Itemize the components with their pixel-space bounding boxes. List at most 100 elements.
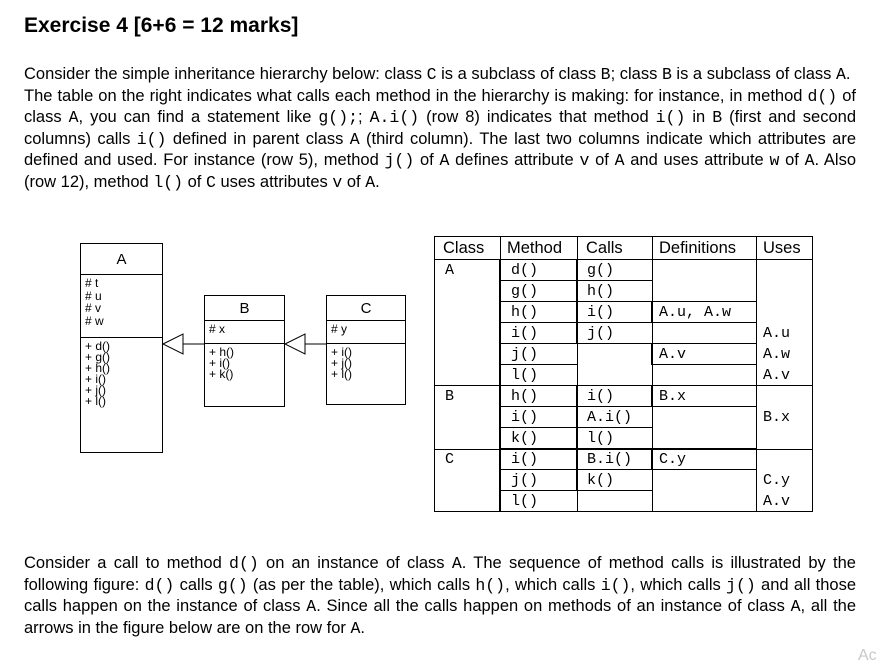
text-run: Consider the simple inheritance hierarch…: [24, 65, 427, 83]
code-run: l(): [153, 172, 184, 192]
text-run: of: [414, 151, 440, 169]
uml-method: + d(): [85, 339, 111, 353]
code-run: A.i(): [369, 108, 420, 127]
method-list: + h()+ i()+ k(): [205, 344, 284, 380]
table-cell-calls: k(): [587, 472, 615, 489]
code-run: g(): [217, 575, 248, 595]
table-cell-calls: A.i(): [587, 409, 633, 426]
uml-method: + i(): [331, 345, 352, 359]
table-cell-method: l(): [511, 493, 539, 510]
text-run: . The sequence of method calls is illust…: [24, 554, 856, 594]
text-run: Consider a call to method: [24, 554, 230, 572]
table-cell-calls: h(): [587, 283, 615, 300]
table-cell-method: j(): [511, 346, 539, 363]
header-definitions: Definitions: [659, 239, 737, 257]
code-run: g();: [318, 108, 359, 127]
table-cell-calls: l(): [587, 430, 615, 447]
intro-paragraph: Consider the simple inheritance hierarch…: [24, 64, 856, 193]
code-run: B: [600, 65, 611, 84]
uml-attribute: # t: [85, 276, 99, 290]
text-run: , all the arrows in the figure below are…: [24, 597, 857, 637]
text-run: The table on the right indicates what ca…: [24, 86, 808, 105]
code-run: B: [661, 65, 672, 84]
method-list: + d()+ g()+ h()+ i()+ j()+ l(): [81, 338, 162, 407]
code-run: v: [579, 151, 590, 170]
table-cell-uses: A.v: [763, 367, 791, 384]
attribute-list: # x: [205, 321, 284, 344]
page-title: Exercise 4 [6+6 = 12 marks]: [24, 14, 299, 37]
table-cell-cls: A: [445, 262, 455, 279]
text-run: ;: [358, 108, 370, 126]
text-run: on an instance of class: [258, 554, 452, 572]
inheritance-arrow-c-to-b: [283, 333, 326, 355]
table-cell-defs: A.u, A.w: [659, 304, 732, 321]
uml-attribute: # y: [331, 322, 348, 336]
attribute-list: # t# u# v# w: [81, 275, 162, 338]
table-cell-defs: C.y: [659, 451, 687, 468]
cell-box: [576, 322, 653, 344]
text-run: (row 8) indicates that method: [419, 108, 656, 126]
text-run: defined in parent class: [166, 129, 350, 148]
table-cell-uses: C.y: [763, 472, 791, 489]
text-run: (first and second columns) calls: [24, 108, 857, 148]
text-run: .: [845, 65, 851, 83]
corner-text-fragment: Ac: [858, 647, 877, 664]
text-run: .: [360, 618, 365, 637]
attribute-list: # y: [327, 321, 405, 344]
code-run: A: [790, 597, 801, 616]
table-cell-defs: B.x: [659, 388, 687, 405]
text-run: .: [375, 172, 380, 191]
table-cell-calls: j(): [587, 325, 615, 342]
text-run: of: [589, 151, 615, 169]
uml-method: + g(): [85, 350, 111, 364]
code-run: C: [205, 172, 216, 192]
table-cell-method: i(): [511, 325, 539, 342]
table-cell-uses: A.u: [763, 325, 791, 342]
uml-class-a: A # t# u# v# w + d()+ g()+ h()+ i()+ j()…: [80, 243, 163, 453]
text-run: of: [342, 172, 366, 191]
text-run: and uses attribute: [624, 151, 770, 169]
cell-box: [651, 343, 757, 365]
uml-method: + l(): [85, 394, 106, 408]
uml-method: + j(): [85, 383, 106, 397]
code-run: A: [451, 554, 462, 573]
bottom-paragraph: Consider a call to method d() on an inst…: [24, 553, 856, 639]
text-run: (as per the table), which calls: [247, 575, 476, 594]
inheritance-arrow-b-to-a: [161, 333, 204, 355]
code-run: d(): [229, 554, 259, 573]
text-run: . Also (row 12), method: [24, 151, 857, 191]
code-run: A: [804, 151, 815, 170]
class-name: A: [81, 244, 162, 275]
table-cell-method: g(): [511, 283, 539, 300]
cell-box: [651, 448, 757, 470]
text-run: (third column). The last two columns ind…: [24, 129, 856, 170]
text-run: of class: [24, 86, 856, 127]
header-class: Class: [443, 239, 485, 257]
code-run: C: [426, 65, 437, 84]
table-cell-calls: i(): [587, 304, 615, 321]
table-cell-defs: A.v: [659, 346, 687, 363]
uml-method: + l(): [331, 367, 352, 381]
table-cell-calls: B.i(): [587, 451, 633, 468]
table-cell-uses: A.w: [763, 346, 791, 363]
table-cell-uses: B.x: [763, 409, 791, 426]
uml-method: + i(): [85, 372, 106, 386]
code-run: v: [332, 172, 343, 192]
code-run: A: [365, 172, 376, 192]
text-run: and all those calls happen on the instan…: [24, 575, 857, 616]
method-list: + i()+ j()+ l(): [327, 344, 405, 380]
uml-method: + j(): [331, 356, 352, 370]
text-run: is a subclass of class: [436, 65, 601, 83]
uml-method: + h(): [209, 345, 235, 359]
text-run: uses attributes: [215, 172, 333, 191]
uml-attribute: # x: [209, 322, 226, 336]
table-cell-method: d(): [511, 262, 539, 279]
uml-attribute: # v: [85, 301, 102, 315]
cell-box: [651, 301, 757, 323]
table-cell-calls: i(): [587, 388, 615, 405]
text-run: calls: [174, 575, 218, 594]
header-calls: Calls: [586, 239, 623, 257]
text-run: in: [685, 108, 713, 126]
table-cell-method: h(): [511, 304, 539, 321]
code-run: d(): [807, 86, 838, 106]
